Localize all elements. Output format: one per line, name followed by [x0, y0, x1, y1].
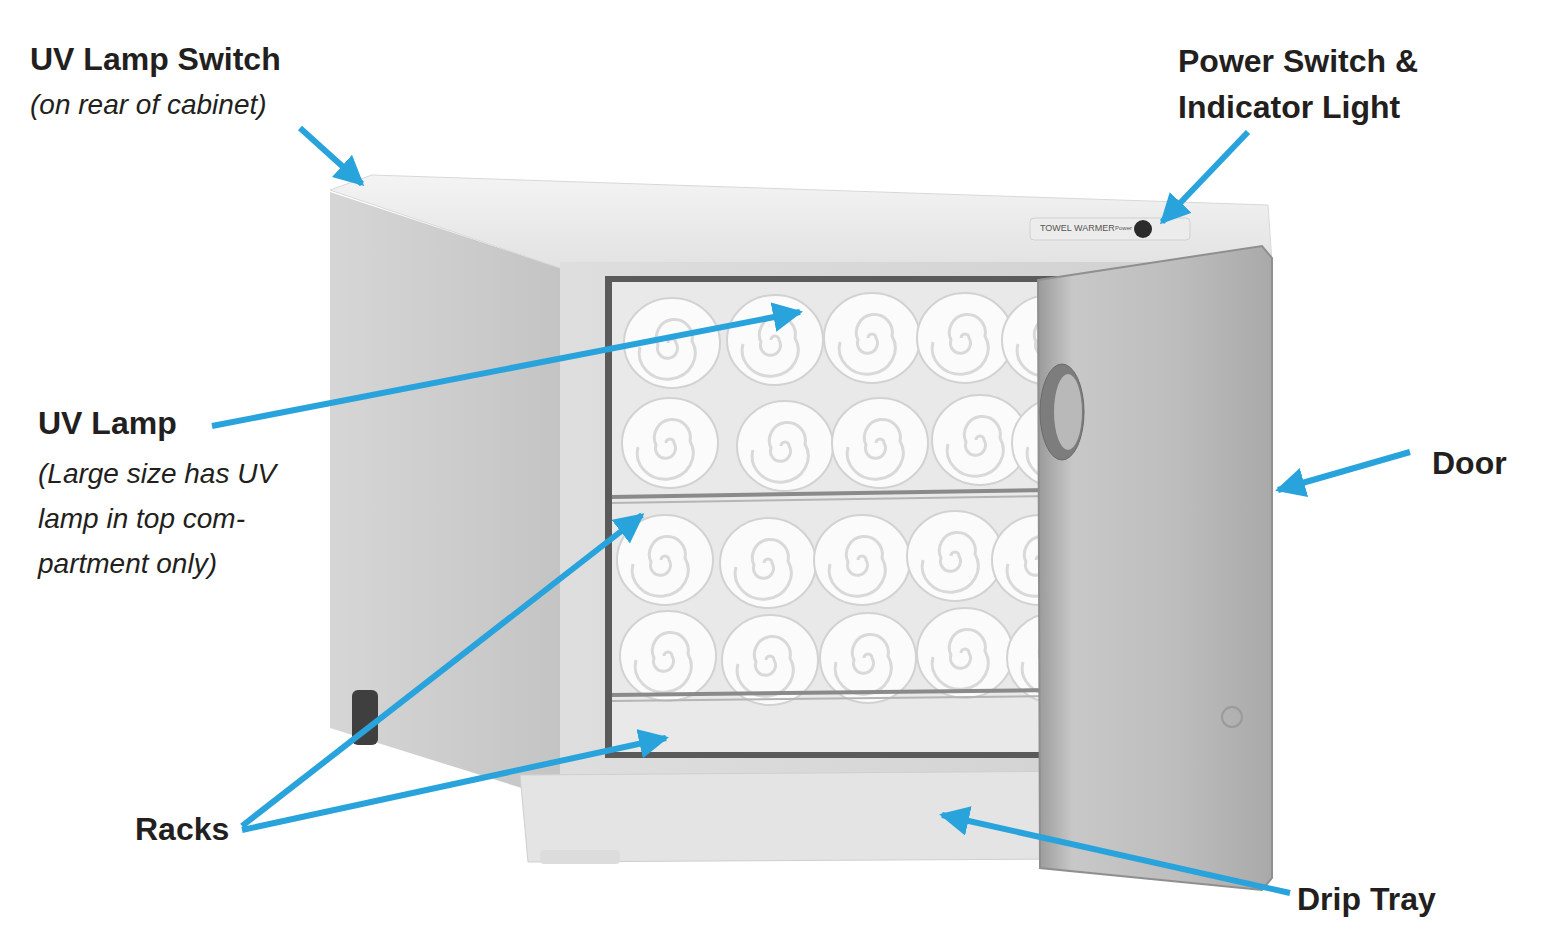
cabinet-top — [330, 175, 1272, 268]
racks — [612, 490, 1052, 701]
leader-arrow — [212, 312, 800, 426]
part-note: (Large size has UV lamp in top com- part… — [38, 452, 328, 586]
cabinet-side — [330, 192, 560, 800]
leader-arrows — [212, 128, 1410, 893]
panel-text: TOWEL WARMER — [1040, 223, 1115, 234]
leader-arrow — [1278, 452, 1410, 490]
leader-arrow — [1162, 132, 1248, 222]
panel-text: Power — [1115, 225, 1132, 232]
part-name: UV Lamp Switch — [30, 40, 281, 78]
door-handle — [1054, 374, 1082, 450]
leader-arrow — [242, 515, 642, 826]
leader-arrow — [300, 128, 362, 184]
leader-arrow — [242, 738, 666, 830]
leader-arrow — [942, 815, 1290, 893]
foot — [540, 850, 620, 864]
door-handle — [1040, 364, 1084, 460]
part-name: Drip Tray — [1297, 880, 1436, 918]
door-logo — [1222, 707, 1242, 727]
door — [1038, 246, 1272, 890]
opening — [605, 276, 1057, 758]
power-button — [1134, 220, 1152, 238]
part-note: (on rear of cabinet) — [30, 88, 267, 122]
part-name: UV Lamp — [38, 404, 177, 442]
part-name: Door — [1432, 444, 1507, 482]
part-name: Racks — [135, 810, 229, 848]
interior — [612, 282, 1052, 752]
part-name: Power Switch & Indicator Light — [1178, 38, 1478, 131]
